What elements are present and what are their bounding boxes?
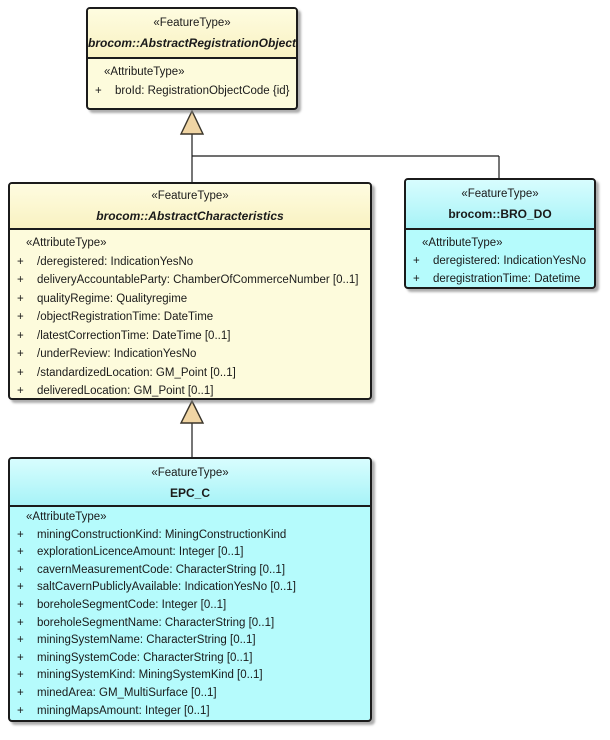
attribute-row: + /objectRegistrationTime: DateTime (10, 308, 370, 327)
class-abstract-registration-object[interactable]: «FeatureType» brocom::AbstractRegistrati… (86, 7, 298, 110)
class-name: brocom::AbstractCharacteristics (96, 209, 284, 223)
attribute-text: boreholeSegmentName: CharacterString [0.… (37, 616, 275, 629)
class-epc-c[interactable]: «FeatureType» EPC_C «AttributeType» + min… (8, 457, 372, 722)
class-attributes-compartment: «AttributeType» + miningConstructionKind:… (10, 507, 370, 720)
class-stereotype: «FeatureType» (151, 190, 229, 202)
attribute-text: explorationLicenceAmount: Integer [0..1] (37, 546, 244, 559)
class-attributes-compartment: «AttributeType» + /deregistered: Indicati… (10, 230, 370, 398)
attribute-row: + saltCavernPubliclyAvailable: Indication… (10, 579, 370, 597)
attribute-section-label: «AttributeType» (26, 237, 107, 249)
class-name: brocom::AbstractRegistrationObject (88, 36, 297, 50)
class-bro-do[interactable]: «FeatureType» brocom::BRO_DO «AttributeT… (404, 178, 596, 289)
class-header: «FeatureType» brocom::AbstractCharacteri… (10, 184, 370, 230)
class-header: «FeatureType» brocom::BRO_DO (406, 180, 594, 230)
attribute-row: + deliveredLocation: GM_Point [0..1] (10, 382, 370, 398)
generalization-arrowhead-icon (179, 109, 205, 135)
attribute-row: + /underReview: IndicationYesNo (10, 345, 370, 364)
attribute-row: + /standardizedLocation: GM_Point [0..1] (10, 364, 370, 383)
visibility-marker: + (17, 366, 24, 379)
attribute-text: miningSystemName: CharacterString [0..1] (37, 634, 256, 647)
attribute-text: deliveredLocation: GM_Point [0..1] (37, 385, 214, 397)
attribute-row: + cavernMeasurementCode: CharacterString … (10, 562, 370, 580)
attribute-text: deliveryAccountableParty: ChamberOfComme… (37, 274, 359, 286)
attribute-text: deregistered: IndicationYesNo (433, 255, 587, 267)
attribute-row: + deregistrationTime: Datetime (406, 270, 594, 287)
visibility-marker: + (17, 686, 24, 699)
attribute-row: + broId: RegistrationObjectCode {id} (88, 82, 296, 101)
attribute-text: /deregistered: IndicationYesNo (37, 255, 194, 268)
attribute-row: + miningSystemCode: CharacterString [0..1… (10, 650, 370, 668)
visibility-marker: + (17, 329, 24, 342)
visibility-marker: + (17, 563, 24, 576)
visibility-marker: + (17, 634, 24, 647)
attribute-row: + miningConstructionKind: MiningConstruct… (10, 527, 370, 545)
visibility-marker: + (413, 255, 420, 267)
class-name: brocom::BRO_DO (448, 207, 552, 221)
visibility-marker: + (17, 292, 24, 305)
attribute-row: + minedArea: GM_MultiSurface [0..1] (10, 685, 370, 703)
class-stereotype: «FeatureType» (151, 467, 229, 479)
attribute-row: + miningSystemName: CharacterString [0..1… (10, 632, 370, 650)
visibility-marker: + (17, 598, 24, 611)
class-header: «FeatureType» EPC_C (10, 459, 370, 507)
visibility-marker: + (17, 255, 24, 268)
attribute-row: + miningSystemKind: MiningSystemKind [0..… (10, 667, 370, 685)
attribute-text: /latestCorrectionTime: DateTime [0..1] (37, 329, 231, 342)
visibility-marker: + (17, 274, 24, 286)
attribute-text: /objectRegistrationTime: DateTime (37, 311, 214, 323)
attribute-row: + boreholeSegmentName: CharacterString [0… (10, 615, 370, 633)
attribute-text: miningSystemKind: MiningSystemKind [0..1… (37, 669, 263, 682)
attribute-row: + deregistered: IndicationYesNo (406, 252, 594, 270)
attribute-text: saltCavernPubliclyAvailable: IndicationY… (37, 581, 296, 594)
attribute-text: deregistrationTime: Datetime (433, 273, 581, 285)
visibility-marker: + (17, 311, 24, 323)
attribute-section-label: «AttributeType» (422, 237, 503, 249)
class-name: EPC_C (169, 486, 210, 500)
attribute-text: miningConstructionKind: MiningConstructi… (37, 528, 287, 541)
attribute-text: boreholeSegmentCode: Integer [0..1] (37, 598, 227, 611)
visibility-marker: + (17, 651, 24, 664)
class-abstract-characteristics[interactable]: «FeatureType» brocom::AbstractCharacteri… (8, 182, 372, 400)
attribute-text: miningMapsAmount: Integer [0..1] (37, 704, 210, 717)
visibility-marker: + (413, 273, 420, 285)
visibility-marker: + (17, 385, 24, 397)
attribute-text: broId: RegistrationObjectCode {id} (115, 85, 290, 97)
class-stereotype: «FeatureType» (153, 17, 231, 29)
class-attributes-compartment: «AttributeType» + deregistered: Indicatio… (406, 230, 594, 287)
attribute-text: /underReview: IndicationYesNo (37, 348, 197, 360)
visibility-marker: + (95, 85, 102, 97)
class-header: «FeatureType» brocom::AbstractRegistrati… (88, 9, 296, 59)
attribute-text: minedArea: GM_MultiSurface [0..1] (37, 686, 217, 699)
attribute-section-label: «AttributeType» (26, 511, 107, 523)
attribute-row: + boreholeSegmentCode: Integer [0..1] (10, 597, 370, 615)
visibility-marker: + (17, 348, 24, 360)
attribute-row: + qualityRegime: Qualityregime (10, 290, 370, 309)
attribute-row: + miningMapsAmount: Integer [0..1] (10, 703, 370, 720)
attribute-row: + /deregistered: IndicationYesNo (10, 253, 370, 272)
attribute-row: + explorationLicenceAmount: Integer [0..1… (10, 544, 370, 562)
visibility-marker: + (17, 528, 24, 541)
visibility-marker: + (17, 704, 24, 717)
attribute-section-label: «AttributeType» (104, 66, 185, 78)
attribute-text: miningSystemCode: CharacterString [0..1] (37, 651, 253, 664)
visibility-marker: + (17, 616, 24, 629)
attribute-text: /standardizedLocation: GM_Point [0..1] (37, 366, 236, 379)
visibility-marker: + (17, 581, 24, 594)
class-stereotype: «FeatureType» (461, 188, 539, 200)
visibility-marker: + (17, 669, 24, 682)
attribute-row: + /latestCorrectionTime: DateTime [0..1] (10, 327, 370, 346)
attribute-row: + deliveryAccountableParty: ChamberOfComm… (10, 271, 370, 290)
attribute-text: cavernMeasurementCode: CharacterString [… (37, 563, 286, 576)
generalization-arrowhead-icon (179, 399, 205, 424)
visibility-marker: + (17, 546, 24, 559)
attribute-text: qualityRegime: Qualityregime (37, 292, 188, 305)
class-attributes-compartment: «AttributeType» + broId: RegistrationObje… (88, 59, 296, 108)
